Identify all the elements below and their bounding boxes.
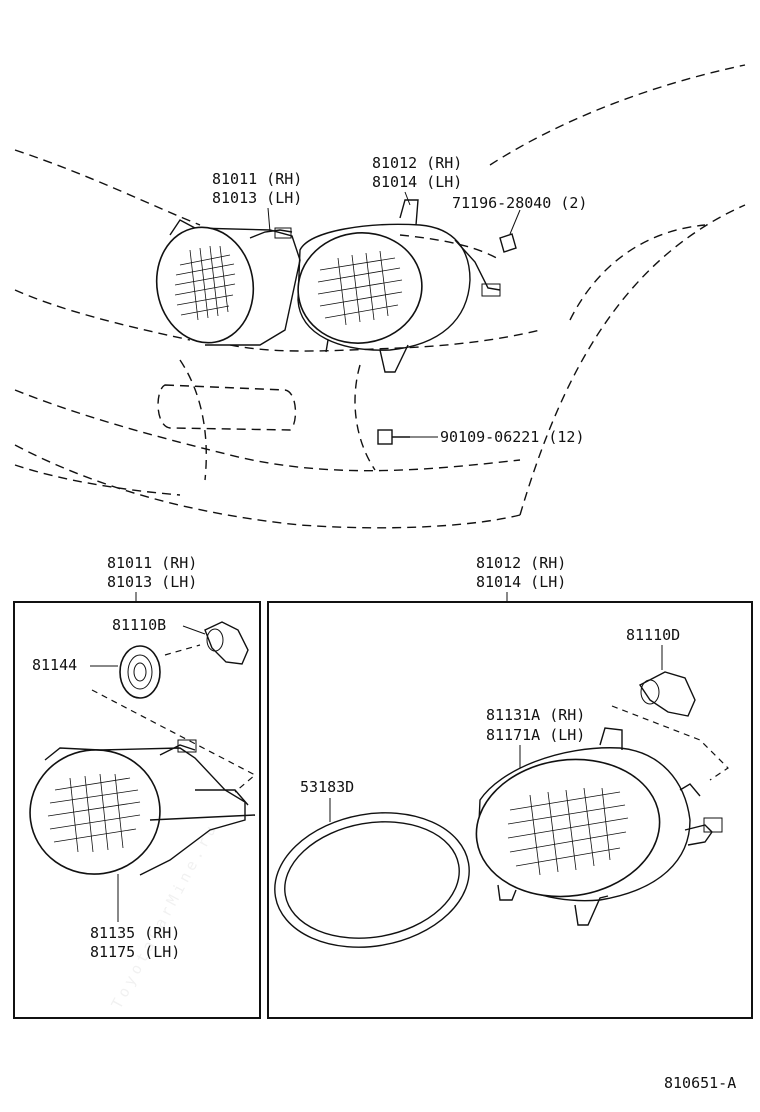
car-body-outline (14, 64, 746, 529)
leader-clip (509, 209, 521, 235)
label-bolt: 90109-06221 (12) (440, 428, 585, 446)
headlamp-unit-left (29, 739, 256, 876)
label-bulb-81110b: 81110B (112, 616, 166, 634)
label-unit-rh-right: 81131A (RH) (486, 706, 585, 724)
small-headlamp-overview (155, 219, 301, 346)
label-small-headlamp-rh: 81011 (RH) (212, 170, 302, 188)
leader-small-headlamp (267, 207, 271, 233)
axis-line-right (611, 705, 729, 781)
label-unit-lh-right: 81171A (LH) (486, 726, 585, 744)
left-panel-header-lh: 81013 (LH) (107, 573, 197, 591)
leader-large-headlamp (404, 191, 411, 206)
diagram-code: 810651-A (664, 1074, 736, 1092)
label-gasket-53183d: 53183D (300, 778, 354, 796)
axis-line-bulb (164, 644, 201, 656)
axis-line-assembly (91, 689, 257, 793)
right-panel-frame (267, 601, 753, 1019)
label-bulb-81110d: 81110D (626, 626, 680, 644)
right-panel-header-rh: 81012 (RH) (476, 554, 566, 572)
label-socket-81144: 81144 (32, 656, 77, 674)
label-small-headlamp-lh: 81013 (LH) (212, 189, 302, 207)
left-panel-header-rh: 81011 (RH) (107, 554, 197, 572)
label-large-headlamp-rh: 81012 (RH) (372, 154, 462, 172)
socket-81144 (119, 645, 161, 699)
large-headlamp-overview (297, 199, 501, 373)
bulb-81110d (638, 671, 696, 717)
label-unit-lh-left: 81175 (LH) (90, 943, 180, 961)
bulb-81110b (204, 621, 249, 665)
label-unit-rh-left: 81135 (RH) (90, 924, 180, 942)
headlamp-unit-right (475, 727, 723, 926)
clip-part (499, 233, 517, 253)
leader-bulb-81110b (182, 625, 206, 635)
bolt-part (377, 429, 410, 445)
label-large-headlamp-lh: 81014 (LH) (372, 173, 462, 191)
gasket-53183d (274, 812, 470, 948)
left-panel-frame (13, 601, 261, 1019)
label-clip: 71196-28040 (2) (452, 194, 587, 212)
right-panel-header-lh: 81014 (LH) (476, 573, 566, 591)
